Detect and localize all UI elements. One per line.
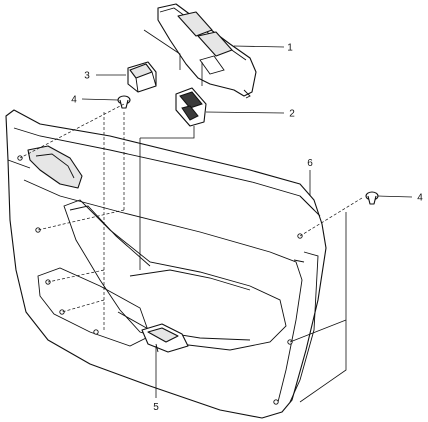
leader-2	[205, 111, 285, 114]
installation-guides	[19, 29, 363, 403]
clip-right	[365, 191, 379, 205]
inner-handle-bracket	[141, 323, 189, 353]
callout-2: 2	[287, 108, 297, 120]
svg-text:4: 4	[417, 193, 423, 204]
svg-text:6: 6	[307, 158, 313, 169]
power-window-sub-switch	[127, 61, 157, 93]
leader-4b	[377, 195, 413, 198]
main-window-switch-panel	[157, 3, 257, 99]
svg-text:5: 5	[153, 402, 159, 413]
svg-text:4: 4	[71, 95, 77, 106]
callout-6: 6	[307, 158, 313, 169]
callout-1: 1	[285, 42, 295, 54]
leader-4a	[81, 98, 119, 101]
svg-text:3: 3	[84, 71, 90, 82]
door-trim-panel	[5, 109, 327, 419]
svg-text:2: 2	[289, 109, 295, 120]
switch-bracket	[175, 87, 207, 127]
clip-left	[117, 95, 131, 109]
callout-4a: 4	[71, 95, 77, 106]
callout-4b: 4	[417, 193, 423, 204]
svg-text:1: 1	[287, 43, 293, 54]
callout-5: 5	[153, 402, 159, 413]
callout-3: 3	[84, 71, 90, 82]
leader-1	[233, 45, 285, 48]
